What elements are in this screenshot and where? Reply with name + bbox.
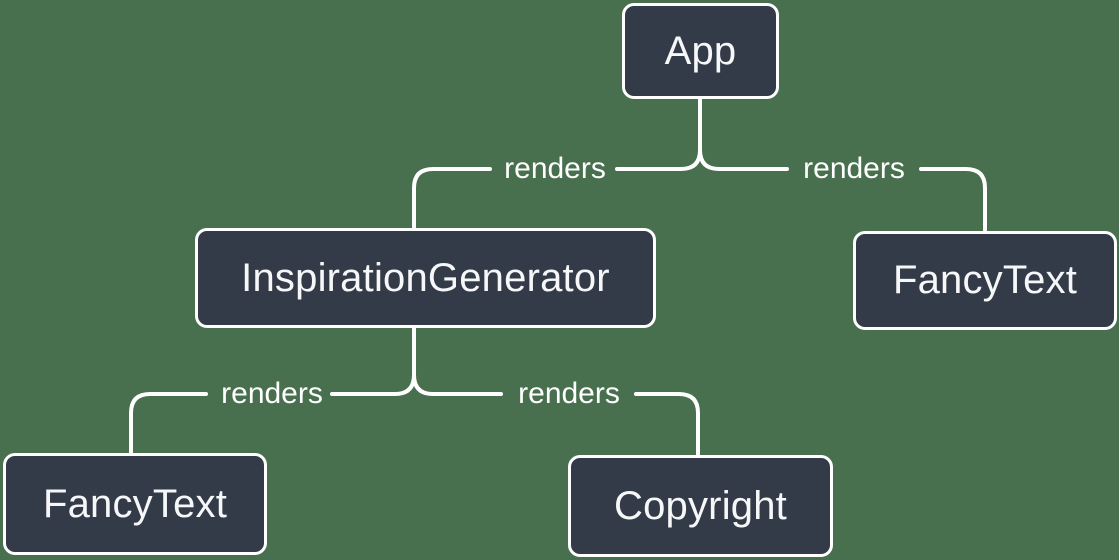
edge-inspirationgenerator-fancytext-line-b <box>129 392 208 454</box>
edge-inspirationgenerator-copyright-line-b <box>634 392 700 456</box>
edge-inspirationgenerator-copyright-line-a <box>412 373 503 396</box>
edge-label-renders-inspirationgenerator-copyright: renders <box>518 377 620 410</box>
node-fancy-text-bottom: FancyText <box>3 453 267 555</box>
edge-label-renders-app-fancytext: renders <box>803 152 905 185</box>
edge-app-fancytext-line-a <box>698 148 789 171</box>
edge-label-renders-inspirationgenerator-fancytext: renders <box>221 377 323 410</box>
node-fancy-text-top-label: FancyText <box>892 258 1078 302</box>
node-fancy-text-top: FancyText <box>853 231 1117 330</box>
edge-label-renders-app-inspirationgenerator: renders <box>504 152 606 185</box>
node-copyright: Copyright <box>568 455 833 557</box>
node-app: App <box>622 3 779 99</box>
edge-app-fancytext-line-b <box>919 167 987 232</box>
node-copyright-label: Copyright <box>614 483 787 528</box>
node-fancy-text-bottom-label: FancyText <box>42 481 228 526</box>
node-inspiration-generator-label: InspirationGenerator <box>241 255 610 300</box>
edge-inspirationgenerator-fancytext-line-a <box>330 325 416 396</box>
edge-app-inspirationgenerator-line-a <box>615 98 702 171</box>
edge-app-inspirationgenerator-line-b <box>412 167 492 229</box>
node-app-label: App <box>664 28 737 73</box>
node-inspiration-generator: InspirationGenerator <box>195 228 656 328</box>
